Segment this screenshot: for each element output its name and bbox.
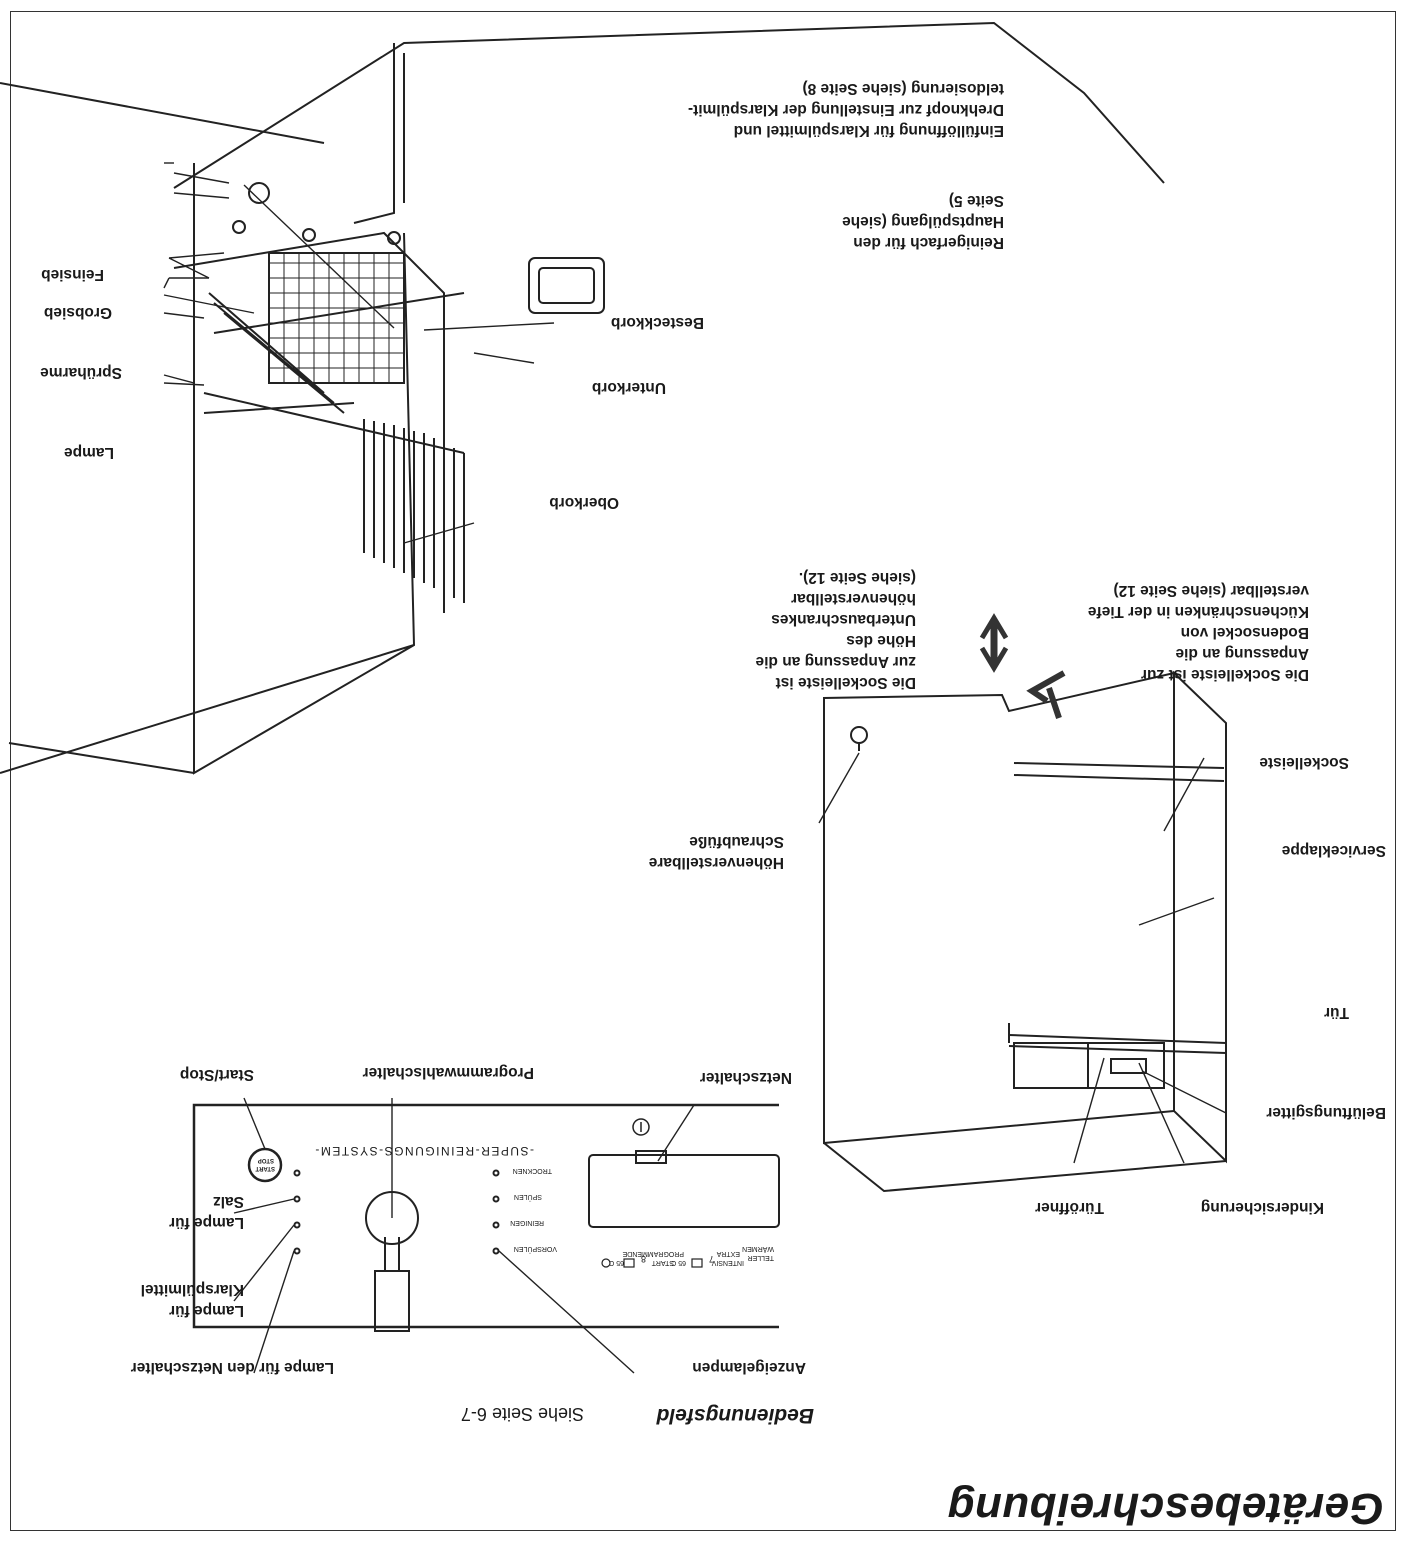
label-besteckkorb: Besteckkorb [610,314,704,331]
label-start-stop: Start/Stop [179,1066,254,1083]
label-tiefe-2: Anpassung an die [1175,645,1310,662]
panel-opt-start-2: PROGRAMMENDE [622,1250,684,1257]
label-unterkorb: Unterkorb [591,379,666,396]
label-lampe: Lampe [64,444,114,461]
label-anzeigelampen: Anzeigelampen [692,1359,806,1376]
label-oberkorb: Oberkorb [549,494,619,511]
label-spruharme: Sprüharme [40,364,122,381]
label-hoehe-6: (siehe Seite 12). [798,569,916,586]
panel-brand-strip: -SUPER-REINIGUNGS-SYSTEM- [313,1144,534,1158]
label-tiefe-1: Die Sockelleiste ist zur [1141,666,1309,683]
label-lampe-klarspuel-2: Klarspülmittel [140,1281,244,1298]
label-tiefe-3: Bodensockel von [1180,624,1309,641]
label-reinigerfach-3: Seite 5) [948,192,1004,209]
label-lampe-klarspuel-1: Lampe für [169,1302,244,1319]
panel-prog-reinigen: REINIGEN [510,1219,544,1226]
label-sockelleiste: Sockelleiste [1259,754,1349,771]
panel-start-button-2: STOP [257,1157,274,1163]
panel-opt-intensiv-2: EXTRA [716,1250,740,1257]
label-lampe-salz-1: Lampe für [169,1214,244,1231]
label-kindersicherung: Kindersicherung [1200,1199,1324,1216]
label-tiefe-5: verstellbar (siehe Seite 12) [1113,582,1309,599]
label-hoehe-1: Die Sockelleiste ist [775,674,916,691]
label-reinigerfach-1: Reinigerfach für den [853,234,1004,251]
label-lampe-salz-2: Salz [212,1193,244,1210]
label-klarspuel-2: Drehknopf zur Einstellung der Klarspülmi… [687,101,1004,118]
label-programmwahlschalter: Programmwahlschalter [362,1064,534,1081]
label-reinigerfach-2: Hauptspülgang (siehe [842,213,1004,230]
control-panel-drawing [192,1097,780,1374]
label-hoehe-3: Höhe des [846,632,916,649]
panel-prog-vorspuelen: VORSPÜLEN [513,1245,557,1252]
label-schraubfuesse-2: Schraubfüße [689,833,784,850]
label-grobsieb: Grobsieb [43,304,112,321]
label-hoehe-2: zur Anpassung an die [755,653,916,670]
label-belueftungsgitter: Belüftungsgitter [1266,1104,1386,1121]
label-klarspuel-1: Einfüllöffnung für Klarspülmittel und [733,122,1004,139]
label-schraubfuesse-1: Höhenverstellbare [648,854,784,871]
label-klarspuel-3: teldosierung (siehe Seite 8) [802,80,1004,97]
label-serviceklappe: Serviceklappe [1281,842,1386,859]
panel-opt-65c-b: 65 C [609,1259,624,1266]
label-feinsieb: Feinsieb [41,266,104,283]
label-hoehe-4: Unterbauschrankes [771,611,916,628]
label-tueroeffner: Türöffner [1035,1199,1104,1216]
label-netzschalter: Netzschalter [699,1069,792,1086]
label-lampe-netzschalter: Lampe für den Netzschalter [130,1359,334,1376]
machine-exterior-drawing [818,613,1227,1193]
panel-prog-trocknen: TROCKNEN [512,1167,552,1174]
panel-opt-teller-2: WÄRMEN [742,1245,774,1252]
panel-prog-spuelen: SPÜLEN [513,1193,542,1200]
machine-interior-drawing [0,21,1165,775]
label-hoehe-5: höhenverstellbar [791,590,916,607]
label-tiefe-4: Küchenschränken in der Tiefe [1087,603,1309,620]
label-tuer: Tür [1324,1004,1349,1021]
